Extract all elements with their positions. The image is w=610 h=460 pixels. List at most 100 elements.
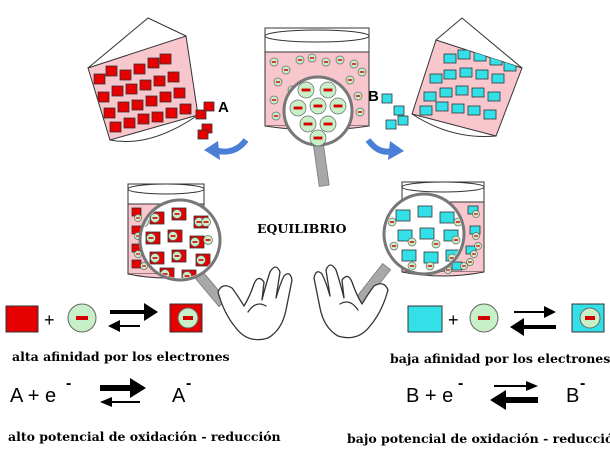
electron-particle-mark (271, 61, 277, 63)
label-species-a: A (218, 99, 229, 116)
electron-particle-mark (357, 111, 363, 113)
species-a-particle (131, 99, 144, 111)
species-a-particle (137, 113, 150, 125)
species-a-particle (197, 129, 209, 140)
species-b-particle (395, 209, 411, 222)
electron-particle-mark (359, 71, 365, 73)
electron-particle-mark (293, 106, 303, 110)
beaker-b-pouring (381, 17, 523, 137)
magnified-electrons (289, 81, 347, 147)
species-b-particle (443, 69, 457, 80)
electron-particle-mark (351, 63, 357, 65)
species-a-particle (145, 95, 158, 107)
species-b-particle (443, 53, 457, 64)
species-a-particle (153, 75, 166, 87)
species-b-particle (385, 119, 397, 130)
species-b-particle (423, 251, 439, 264)
species-a-particle (159, 91, 172, 103)
electron-particle-mark (136, 253, 140, 255)
species-b-particle (381, 93, 393, 104)
hand-left-icon (217, 266, 293, 341)
electron-particle-mark (136, 217, 140, 219)
species-b-particle (435, 101, 449, 112)
species-b-particle (475, 69, 489, 80)
species-a-particle (173, 87, 186, 99)
species-a-particle (179, 103, 192, 115)
beaker-b-particles (419, 49, 517, 120)
electron-icon-right (469, 303, 499, 333)
electron-particle-mark (184, 275, 190, 277)
species-b-particle (443, 229, 459, 242)
electron-particle-mark (323, 88, 333, 92)
label-species-b: B (368, 88, 379, 105)
species-b-square-icon (407, 305, 443, 333)
equilibrium-arrows-right (510, 306, 556, 336)
species-b-particle (457, 49, 471, 60)
species-a-particle (131, 259, 142, 269)
electron-particle-mark (275, 81, 281, 83)
electron-particle-mark (301, 88, 311, 92)
electron-particle-mark (409, 241, 415, 243)
right-equation-rhs-sup: - (580, 375, 585, 392)
hand-right-icon (313, 264, 389, 339)
species-b-particle (455, 85, 469, 96)
species-a-particle (109, 121, 122, 133)
electron-particle-mark (474, 213, 478, 215)
beaker-a-particles (93, 53, 192, 133)
species-b-particle (401, 249, 417, 262)
species-a-particle (119, 69, 132, 81)
curved-arrow-left-head (204, 141, 220, 160)
falling-species-b (381, 93, 409, 130)
species-b-particle (487, 91, 501, 102)
species-a-particle (133, 63, 146, 75)
electron-particle-mark (453, 239, 459, 241)
electron-particle-mark (170, 235, 176, 237)
electron-particle-mark (409, 265, 415, 267)
beaker-a-pouring (87, 17, 215, 143)
species-a-square-icon (5, 305, 39, 333)
species-a-particle (123, 117, 136, 129)
right-affinity-text: baja afinidad por los electrones (390, 351, 610, 366)
electron-particle-mark (347, 79, 353, 81)
curved-arrow-right-head (388, 141, 404, 160)
electron-particle-mark (323, 61, 329, 63)
electron-particle-mark (449, 257, 455, 259)
electron-particle-mark (462, 265, 466, 267)
magnifier-center (282, 75, 354, 187)
species-b-particle (439, 211, 455, 224)
electron-particle-mark (192, 241, 198, 243)
species-a-particle (167, 71, 180, 83)
electron-icon-a-reduced (177, 307, 199, 329)
electron-particle-mark (205, 239, 211, 241)
species-a-particle (159, 53, 172, 65)
species-b-particle (483, 109, 497, 120)
species-a-particle (195, 109, 207, 120)
species-b-particle (467, 105, 481, 116)
electron-particle-mark (391, 245, 397, 247)
species-b-particle (503, 61, 517, 72)
equilibrium-label: EQUILIBRIO (257, 221, 347, 236)
electron-particle-mark (313, 104, 323, 108)
equation-arrows-right (490, 381, 538, 410)
electron-particle-mark (174, 213, 180, 215)
electron-particle-mark (152, 257, 158, 259)
electron-particle-mark (323, 122, 333, 126)
electron-icon-left (67, 303, 97, 333)
species-b-particle (491, 73, 505, 84)
left-equation-lhs-sup: - (66, 375, 71, 392)
electron-particle-mark (273, 115, 279, 117)
magnifier-right (354, 192, 466, 305)
species-b-particle (397, 229, 413, 242)
electron-particle-mark (474, 235, 478, 237)
electron-particle-mark (468, 261, 472, 263)
electron-particle-mark (472, 253, 476, 255)
electron-particle-mark (355, 95, 361, 97)
right-equation-rhs: B (566, 385, 579, 407)
electron-particle-mark (476, 245, 480, 247)
electron-particle-mark (198, 259, 204, 261)
electron-particle-mark (333, 104, 343, 108)
species-a-particle (93, 73, 106, 85)
species-b-particle (429, 73, 443, 84)
species-a-particle (165, 107, 178, 119)
